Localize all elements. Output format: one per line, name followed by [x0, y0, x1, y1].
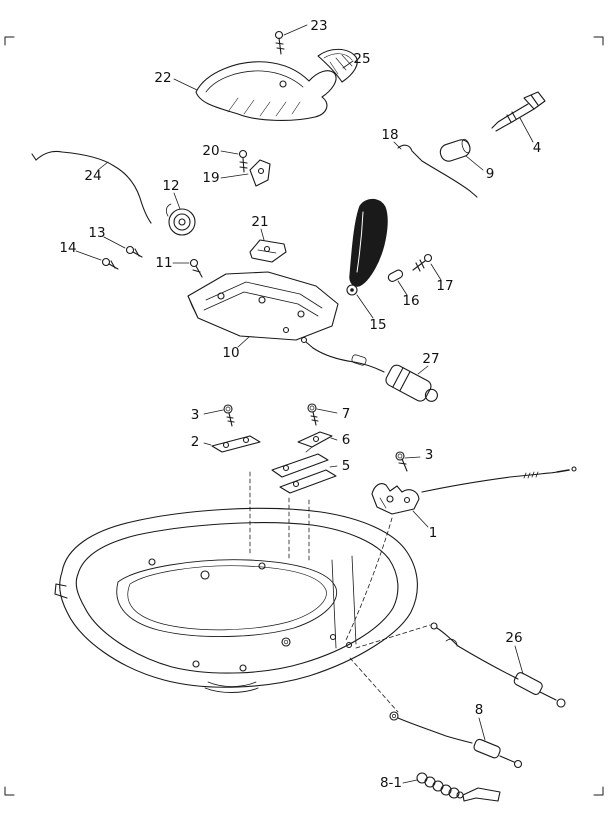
callout-26: 26: [505, 630, 522, 646]
callout-7: 7: [342, 406, 351, 422]
callout-27: 27: [422, 351, 439, 367]
part-throttle-cable: [421, 466, 577, 493]
part-screw-23: [274, 30, 285, 55]
callout-23: 23: [310, 18, 327, 34]
part-bracket-plate-10: [187, 271, 339, 341]
callout-1: 1: [429, 525, 438, 541]
callout-13: 13: [88, 225, 105, 241]
part-grip-25: [317, 48, 358, 83]
callout-17: 17: [436, 278, 453, 294]
part-clamp-6: [297, 431, 333, 453]
callout-8: 8: [475, 702, 484, 718]
callout-10: 10: [222, 345, 239, 361]
part-clip-21: [249, 239, 287, 263]
part-plunger-4: [491, 91, 546, 132]
part-bolt-17: [412, 253, 433, 272]
hidden-lines: [249, 471, 431, 713]
part-rod-24: [31, 150, 152, 224]
part-bolt-3b: [395, 451, 408, 472]
part-bolt-20: [238, 149, 248, 173]
callout-15: 15: [369, 317, 386, 333]
callout-5: 5: [342, 458, 351, 474]
callout-3a: 3: [191, 407, 200, 423]
part-plate-2: [211, 435, 261, 453]
callout-6: 6: [342, 432, 351, 448]
callout-24: 24: [84, 168, 101, 184]
part-lanyard-8-1: [416, 772, 501, 802]
part-plates-5: [271, 453, 337, 494]
part-cable-switch-27: [300, 336, 438, 402]
part-link-rod-18: [397, 144, 478, 198]
part-bottom-cowling: [54, 507, 418, 693]
callout-25: 25: [353, 51, 370, 67]
part-screw-14: [101, 257, 119, 270]
callout-11: 11: [155, 255, 172, 271]
part-cable-8: [389, 711, 523, 769]
callout-labels: 23 22 25 4 9 18 20 19 24 12 13 14 11 21 …: [59, 18, 541, 791]
callout-20: 20: [202, 143, 219, 159]
part-bracket-19: [249, 159, 271, 187]
callout-22: 22: [154, 70, 171, 86]
part-screw-13: [125, 245, 143, 258]
part-bolt-11: [189, 258, 203, 278]
callout-12: 12: [162, 178, 179, 194]
part-grommet-9: [439, 138, 471, 162]
part-pin-16: [387, 269, 404, 282]
part-bolt-7: [307, 403, 319, 426]
callout-19: 19: [202, 170, 219, 186]
part-cable-26: [430, 622, 566, 708]
callout-21: 21: [251, 214, 268, 230]
callout-18: 18: [381, 127, 398, 143]
callout-2: 2: [191, 434, 200, 450]
leader-lines: [75, 24, 534, 784]
part-bracket-1: [371, 483, 420, 515]
callout-4: 4: [533, 140, 542, 156]
part-bolt-3a: [223, 404, 235, 427]
callout-16: 16: [402, 293, 419, 309]
part-pulley-12: [165, 203, 196, 236]
part-shift-lever-15: [346, 198, 388, 296]
callout-8-1: 8-1: [380, 775, 402, 791]
callout-14: 14: [59, 240, 76, 256]
part-top-cover-22: [195, 61, 337, 121]
corner-marks: [4, 36, 604, 796]
callout-9: 9: [486, 166, 495, 182]
callout-3b: 3: [425, 447, 434, 463]
